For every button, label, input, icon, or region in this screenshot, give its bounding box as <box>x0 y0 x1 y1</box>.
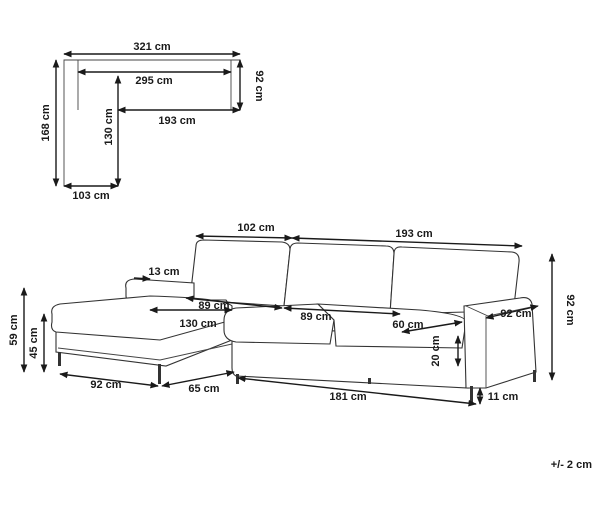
dim-label-top-193: 193 cm <box>158 115 196 127</box>
dim-label-321: 321 cm <box>133 41 171 53</box>
dim-label-295: 295 cm <box>135 75 173 87</box>
dim-line-102 <box>195 232 293 242</box>
dim-label-103: 103 cm <box>72 190 110 202</box>
dim-line-89-b <box>283 305 401 317</box>
dim-label-height-92: 92 cm <box>564 294 576 325</box>
dim-label-chaise-92: 92 cm <box>90 379 121 391</box>
dim-line-181 <box>237 375 477 407</box>
dim-label-65: 65 cm <box>188 383 219 395</box>
top-view: 321 cm 295 cm 92 cm 168 cm 130 cm 193 cm… <box>40 41 265 202</box>
dim-line-60 <box>401 319 463 335</box>
dim-line-chaise-92 <box>59 371 159 389</box>
dim-label-168: 168 cm <box>40 104 52 142</box>
dim-label-102: 102 cm <box>237 222 275 234</box>
dim-label-side-130: 130 cm <box>179 318 217 330</box>
leg-5 <box>470 386 473 402</box>
dim-line-65 <box>161 370 235 388</box>
dim-label-89-b: 89 cm <box>300 311 331 323</box>
back-cushion-right <box>389 246 520 315</box>
dim-label-59: 59 cm <box>8 314 20 345</box>
dim-label-top-92: 92 cm <box>253 70 265 101</box>
right-armrest <box>463 297 537 389</box>
dim-line-side-193 <box>291 234 523 250</box>
dim-label-20: 20 cm <box>430 335 442 366</box>
dim-label-181: 181 cm <box>329 391 367 403</box>
leg-2 <box>158 364 161 384</box>
back-cushion-left <box>190 239 291 307</box>
leg-4 <box>368 378 371 384</box>
leg-1 <box>58 352 61 366</box>
dim-line-89-a <box>185 295 283 311</box>
dim-line-13 <box>133 275 151 282</box>
leg-3 <box>236 374 239 384</box>
back-cushion-middle <box>283 242 395 315</box>
chaise-base <box>57 343 233 361</box>
dim-label-45: 45 cm <box>28 327 40 358</box>
dim-label-top-130: 130 cm <box>103 108 115 146</box>
dim-label-11: 11 cm <box>488 391 519 403</box>
leg-6 <box>533 370 536 382</box>
tolerance-note: +/- 2 cm <box>550 459 592 471</box>
dim-label-60: 60 cm <box>392 319 423 331</box>
sofa-dimensions: 102 cm 193 cm 13 cm 89 cm 89 cm 130 cm 6… <box>8 222 576 407</box>
sofa-drawing <box>50 239 537 402</box>
dim-line-arm-92 <box>485 304 539 320</box>
dim-label-13: 13 cm <box>148 266 179 278</box>
dim-label-side-193: 193 cm <box>395 228 433 240</box>
dim-label-arm-92: 92 cm <box>500 308 531 320</box>
